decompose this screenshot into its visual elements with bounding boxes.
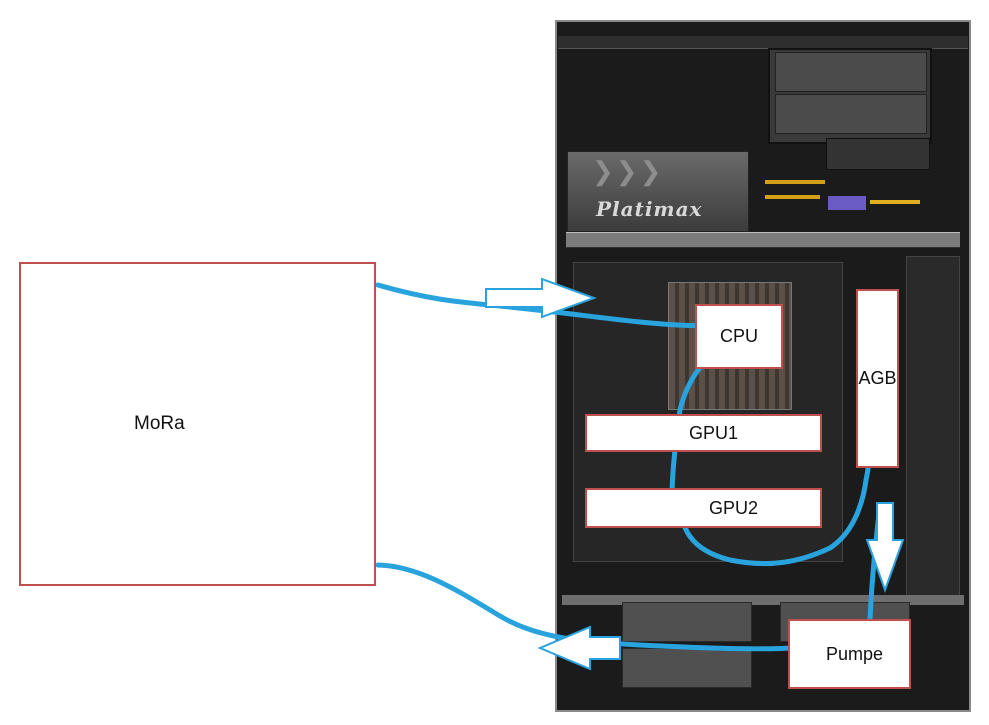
gpu1-block-box: GPU1 — [585, 414, 822, 452]
side-fans — [906, 256, 960, 596]
arrow-right-icon — [485, 277, 597, 319]
cpu-block-box: CPU — [695, 304, 783, 369]
hdd-bay — [622, 602, 752, 642]
case-floor — [562, 595, 964, 605]
psu-brand-label: Platimax — [596, 197, 703, 221]
psu-shelf — [566, 232, 960, 248]
psu-cable — [765, 195, 820, 199]
hdd-bay — [622, 648, 752, 688]
reservoir-agb-box: AGB — [856, 289, 899, 468]
radiator-mora-box: MoRa — [19, 262, 376, 586]
connector-block — [828, 196, 866, 210]
drive-bay — [775, 94, 927, 134]
agb-label: AGB — [858, 368, 897, 388]
gpu2-block-box: GPU2 — [585, 488, 822, 528]
pump-box: Pumpe — [788, 619, 911, 689]
tube-gpu-loop — [677, 465, 871, 567]
tube-mora-to-cpu — [375, 282, 728, 329]
power-supply — [567, 151, 749, 232]
radiator-label: MoRa — [134, 413, 185, 434]
psu-chevrons: ❯❯❯ — [592, 156, 664, 186]
gpu1-label: GPU1 — [688, 422, 739, 443]
pump-label: Pumpe — [825, 643, 884, 664]
drive-bay — [775, 52, 927, 92]
arrow-down-icon — [865, 502, 905, 593]
cpu-label: CPU — [719, 326, 758, 346]
psu-cable — [870, 200, 920, 204]
drive-bay-lower — [826, 138, 930, 170]
psu-cable — [765, 180, 825, 184]
gpu2-label: GPU2 — [708, 497, 759, 518]
case-top-rail — [558, 36, 968, 49]
arrow-left-icon — [537, 625, 621, 671]
